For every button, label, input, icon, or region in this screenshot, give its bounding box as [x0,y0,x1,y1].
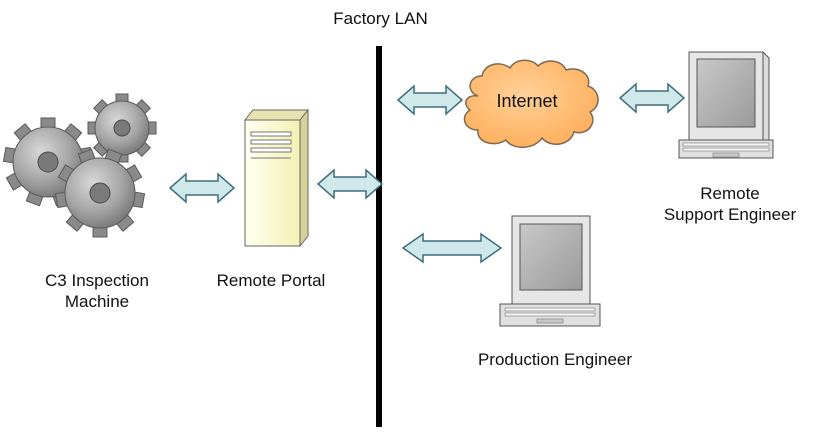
machine-label-line1: C3 Inspection [45,271,149,290]
machine-label-line2: Machine [64,292,130,311]
arrow-lan-production [401,232,503,264]
cloud-icon [463,59,599,148]
laptop-icon [499,215,601,327]
arrow-lan-internet [396,84,464,116]
production-engineer-label: Production Engineer [477,350,633,369]
portal-label: Remote Portal [216,271,326,290]
server-icon [243,108,310,248]
remote-engineer-label: Remote Support Engineer [640,183,820,225]
arrow-internet-remote [618,82,686,114]
arrow-machine-portal [168,172,236,204]
arrow-portal-lan [316,168,384,200]
internet-label: Internet [496,91,557,111]
machine-label: C3 Inspection Machine [12,270,182,312]
laptop-icon [678,51,774,159]
remote-engineer-label-line1: Remote [700,184,760,203]
remote-engineer-label-line2: Support Engineer [663,205,797,224]
gears-icon [2,93,157,238]
factory-lan-label: Factory LAN [333,9,428,28]
